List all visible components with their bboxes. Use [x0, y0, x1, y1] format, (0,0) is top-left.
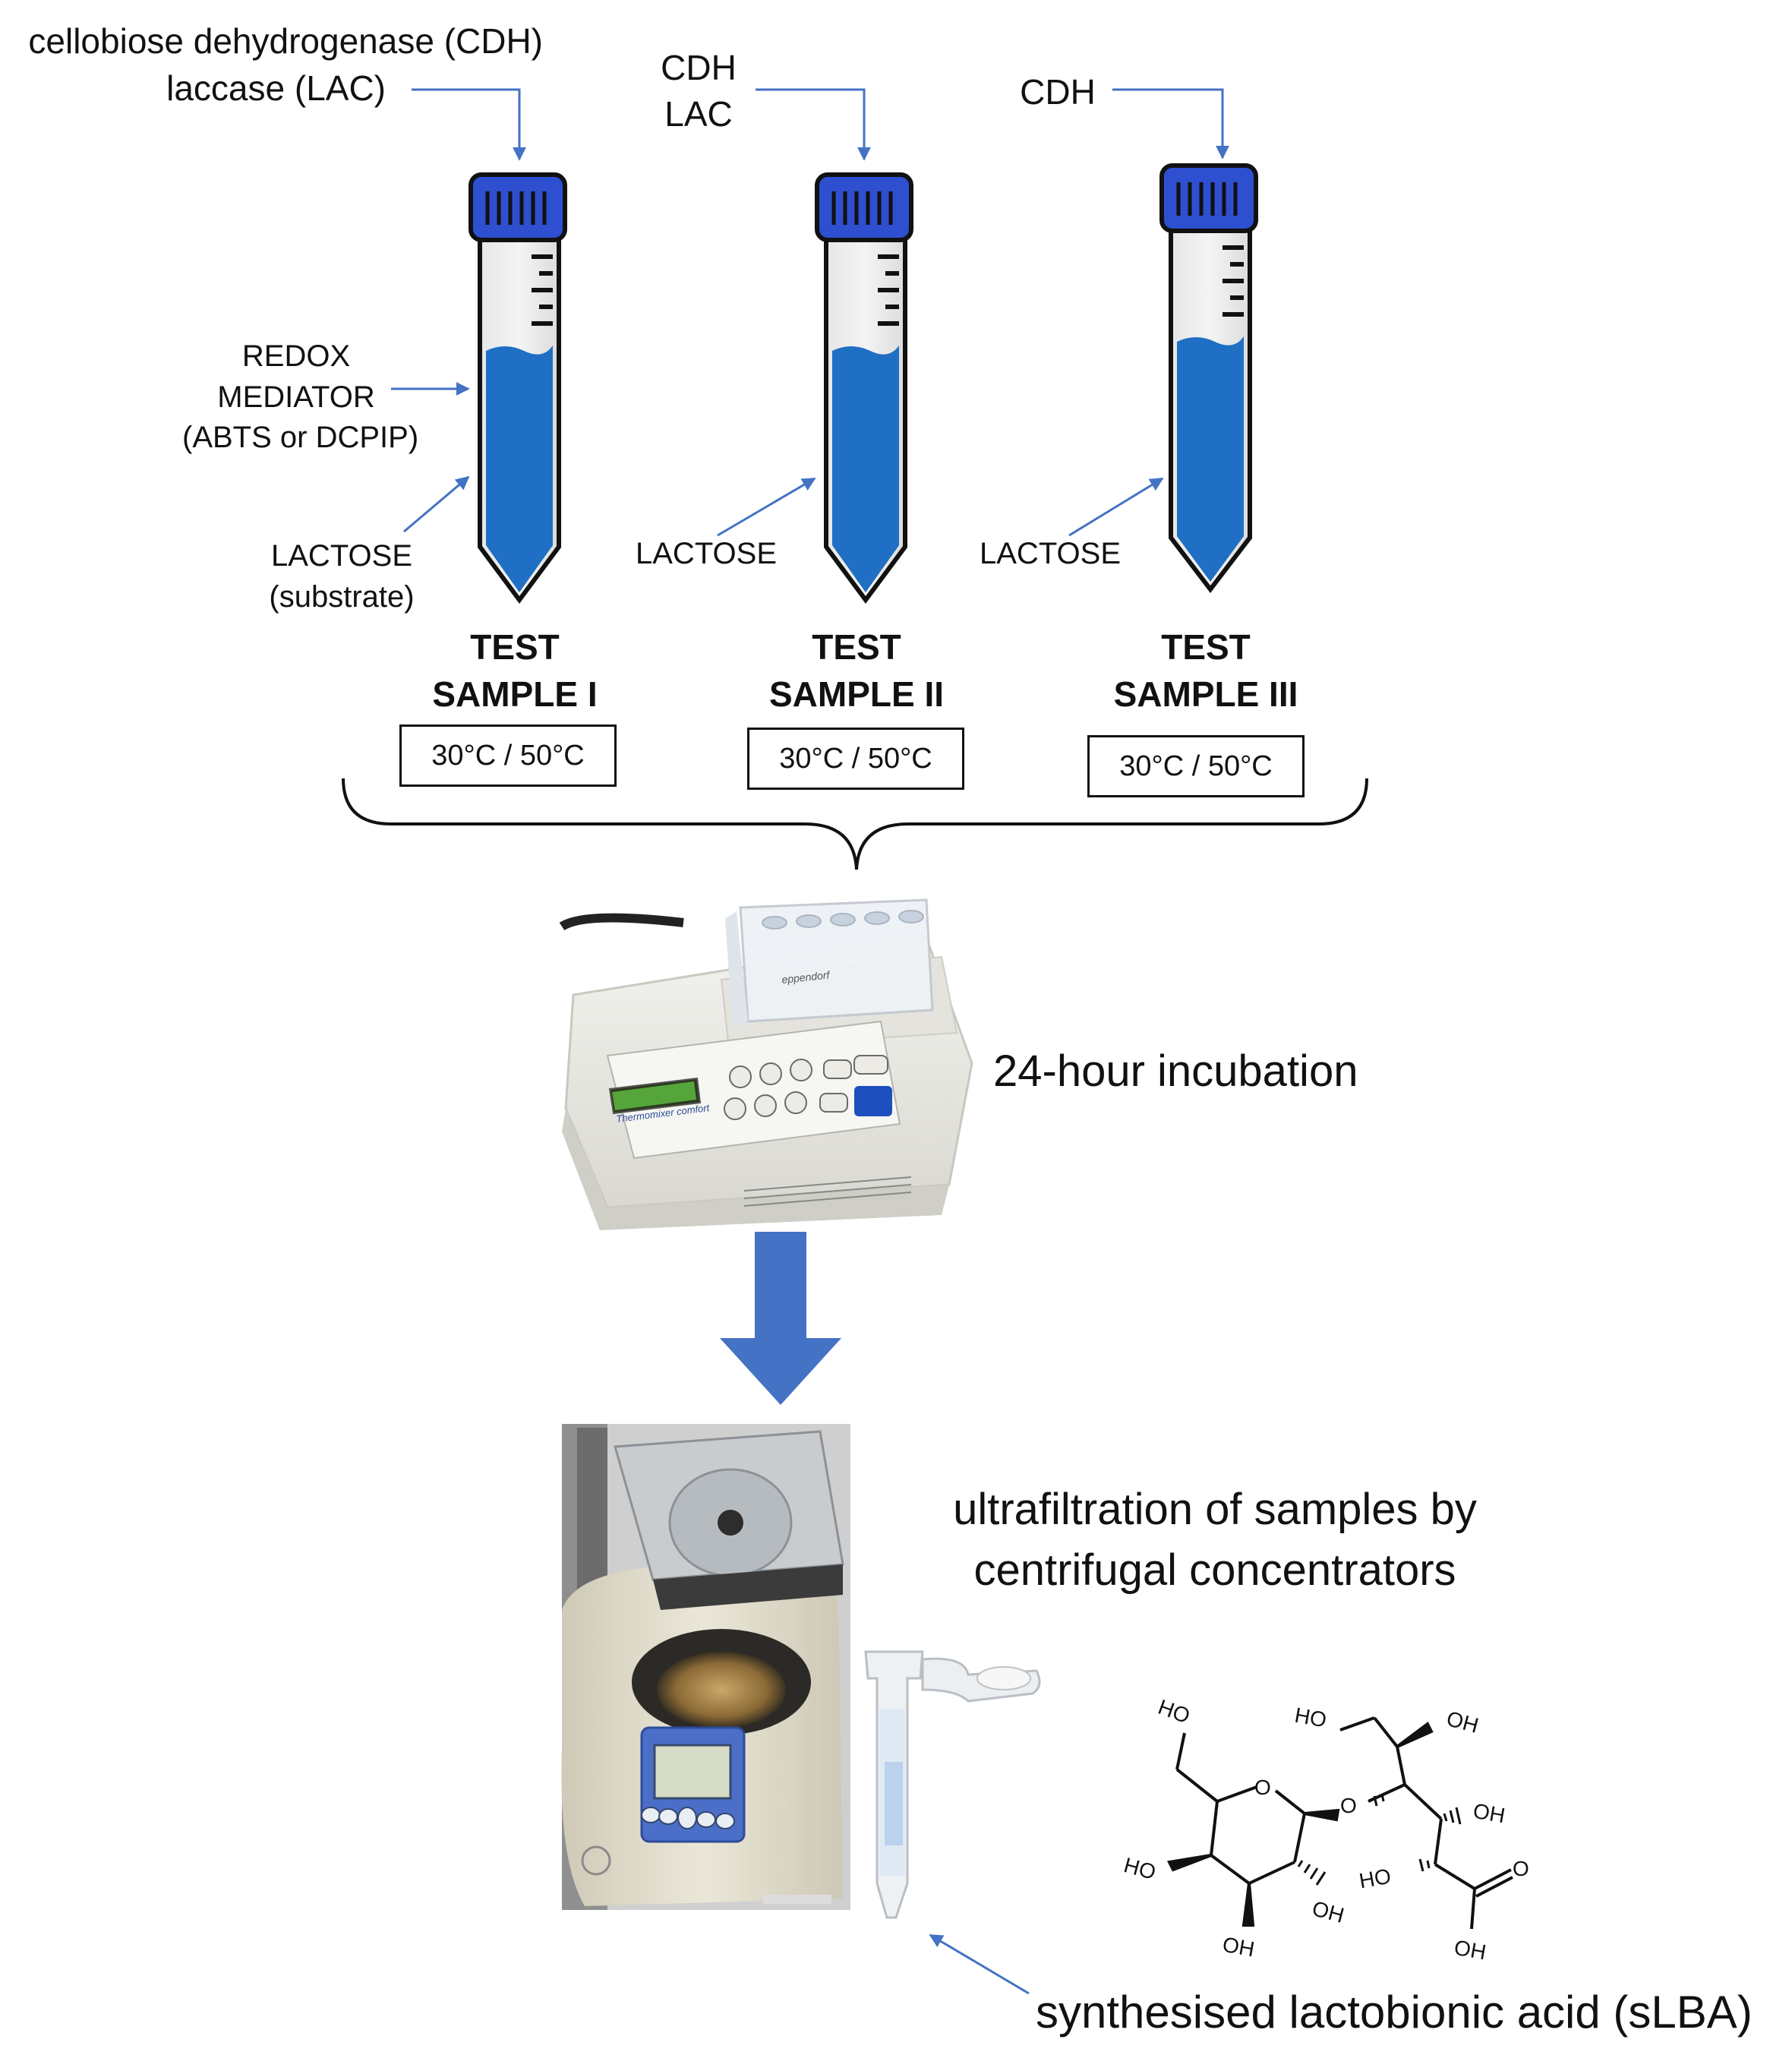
sample-1-title-line2: SAMPLE I — [432, 674, 598, 714]
device-brand-label: eppendorf — [781, 968, 831, 986]
sample-3-title-line1: TEST — [1161, 627, 1251, 667]
sample-3-title-line2: SAMPLE III — [1113, 674, 1298, 714]
label-lac-2: LAC — [664, 94, 733, 134]
concentrator-tube — [864, 1650, 1041, 1919]
tube-sample-1 — [469, 172, 567, 605]
label-substrate: (substrate) — [269, 580, 415, 614]
tube-sample-2 — [815, 172, 913, 605]
sample-1-temperature: 30°C / 50°C — [399, 724, 617, 787]
label-redox-3: (ABTS or DCPIP) — [182, 421, 419, 454]
label-lactose-3: LACTOSE — [980, 537, 1121, 570]
incubation-label: 24-hour incubation — [993, 1046, 1358, 1096]
centrifuge-device — [561, 1424, 850, 1910]
sample-2-title-line1: TEST — [812, 627, 901, 667]
lactobionic-acid-structure — [1166, 1716, 1513, 1930]
label-redox-2: MEDIATOR — [217, 380, 375, 414]
label-redox-1: REDOX — [241, 339, 351, 373]
sample-2-temperature: 30°C / 50°C — [747, 728, 964, 790]
mol-o-link: O — [1340, 1794, 1357, 1817]
pointer-arrows — [391, 88, 1229, 1995]
sample-1-title-line1: TEST — [470, 627, 560, 667]
sample-2-title-line2: SAMPLE II — [768, 674, 945, 714]
thermomixer-device: eppendorf Thermomixer comfort — [559, 898, 973, 1230]
sample-3-temperature: 30°C / 50°C — [1087, 735, 1305, 797]
tube-sample-3 — [1159, 163, 1258, 593]
label-cdh-2: CDH — [661, 48, 737, 87]
ultrafiltration-label-1: ultrafiltration of samples by — [953, 1485, 1477, 1534]
label-cdh-3: CDH — [1020, 72, 1096, 112]
label-cdh-full: cellobiose dehydrogenase (CDH) — [28, 21, 543, 61]
label-lactose-2: LACTOSE — [636, 537, 777, 570]
grouping-brace — [342, 778, 1368, 870]
mol-o-ring: O — [1254, 1776, 1271, 1799]
label-lactose-1: LACTOSE — [271, 539, 412, 573]
mol-o-acid: O — [1513, 1857, 1529, 1880]
label-lac-full: laccase (LAC) — [166, 68, 386, 108]
process-arrow — [720, 1232, 841, 1405]
product-label: synthesised lactobionic acid (sLBA) — [1036, 1987, 1753, 2038]
ultrafiltration-label-2: centrifugal concentrators — [973, 1545, 1456, 1595]
